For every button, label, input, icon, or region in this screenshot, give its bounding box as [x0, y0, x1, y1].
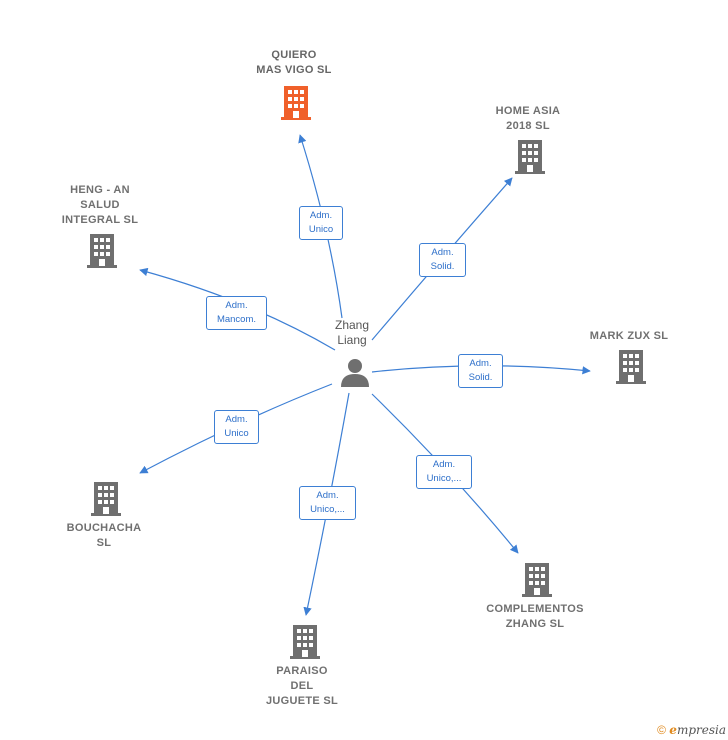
- company-name: HENG - AN SALUD INTEGRAL SL: [61, 184, 139, 226]
- company-name: PARAISO DEL JUGUETE SL: [265, 665, 339, 707]
- brand-logo: empresia: [669, 723, 726, 737]
- company-name: MARK ZUX SL: [589, 330, 669, 342]
- company-markzux[interactable]: MARK ZUX SL: [554, 329, 704, 344]
- copyright-icon: ©: [657, 723, 666, 737]
- company-quiero[interactable]: QUIERO MAS VIGO SL: [219, 48, 369, 78]
- company-homeasia[interactable]: HOME ASIA 2018 SL: [453, 104, 603, 134]
- company-complementos[interactable]: COMPLEMENTOS ZHANG SL: [460, 602, 610, 632]
- company-bouchacha[interactable]: BOUCHACHA SL: [29, 521, 179, 551]
- building-icon[interactable]: [290, 625, 320, 659]
- company-name: QUIERO MAS VIGO SL: [256, 49, 332, 76]
- brand-text: mpresia: [676, 723, 726, 737]
- company-name: HOME ASIA 2018 SL: [495, 105, 561, 132]
- role-label-heng[interactable]: Adm. Mancom.: [206, 296, 267, 330]
- role-label-paraiso[interactable]: Adm. Unico,...: [299, 486, 356, 520]
- building-icon[interactable]: [515, 140, 545, 174]
- role-label-quiero[interactable]: Adm. Unico: [299, 206, 343, 240]
- company-heng[interactable]: HENG - AN SALUD INTEGRAL SL: [25, 183, 175, 228]
- company-name: BOUCHACHA SL: [66, 522, 142, 549]
- building-icon[interactable]: [91, 482, 121, 516]
- brand-letter: e: [669, 723, 677, 737]
- role-label-bouchacha[interactable]: Adm. Unico: [214, 410, 259, 444]
- building-icon[interactable]: [87, 234, 117, 268]
- footer-brand: © empresia: [657, 723, 726, 737]
- person-icon[interactable]: [339, 357, 371, 387]
- company-name: COMPLEMENTOS ZHANG SL: [486, 603, 584, 630]
- person-name[interactable]: Zhang Liang: [334, 318, 370, 347]
- building-icon[interactable]: [616, 350, 646, 384]
- role-label-complementos[interactable]: Adm. Unico,...: [416, 455, 472, 489]
- building-icon[interactable]: [281, 86, 311, 120]
- role-label-markzux[interactable]: Adm. Solid.: [458, 354, 503, 388]
- building-icon[interactable]: [522, 563, 552, 597]
- company-paraiso[interactable]: PARAISO DEL JUGUETE SL: [227, 664, 377, 709]
- role-label-homeasia[interactable]: Adm. Solid.: [419, 243, 466, 277]
